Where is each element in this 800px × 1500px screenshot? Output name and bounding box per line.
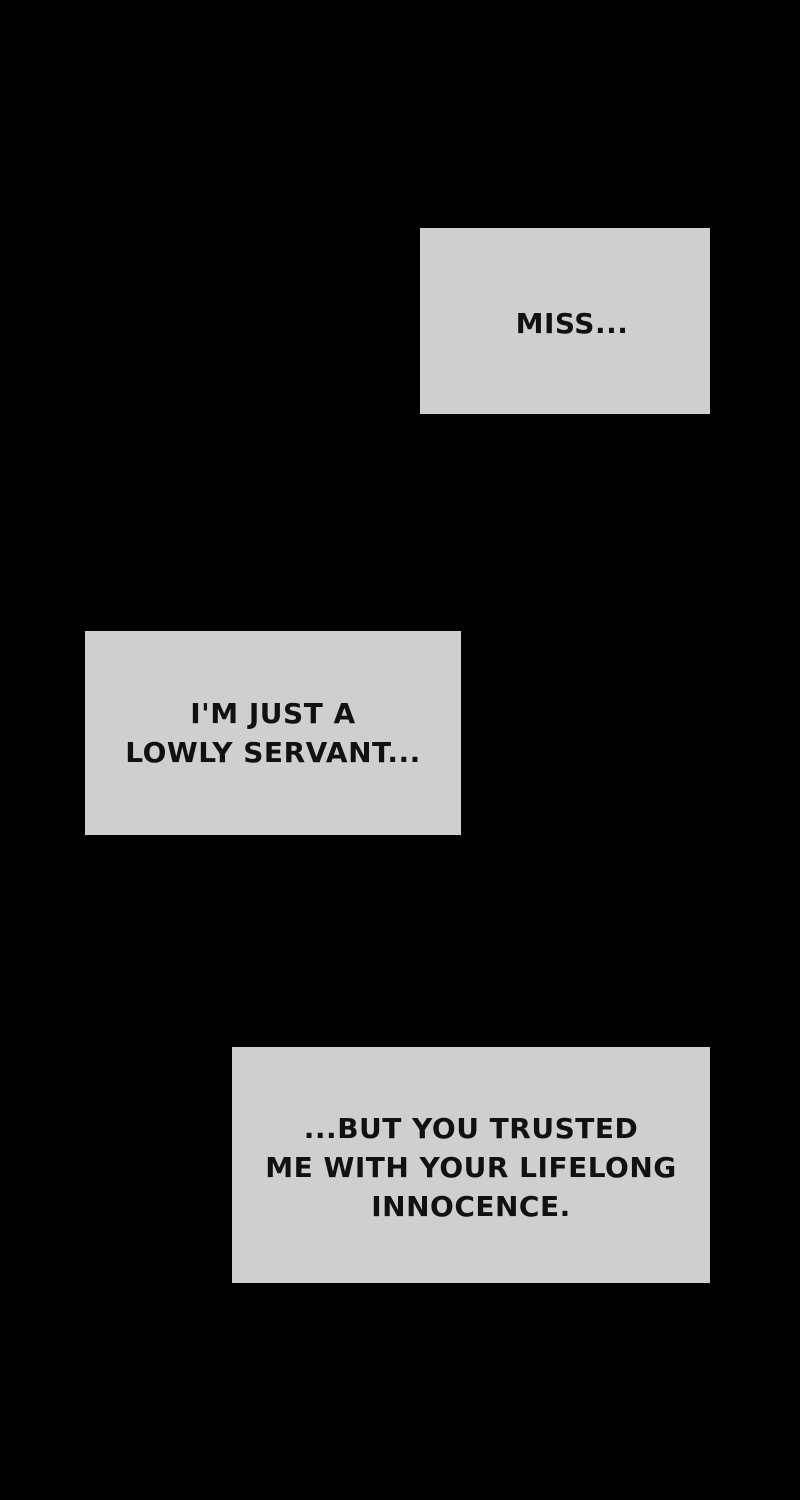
caption-3-line-2: ME WITH YOUR LIFELONG (265, 1150, 677, 1184)
caption-text-2: I'M JUST A LOWLY SERVANT... (125, 694, 421, 772)
caption-3-line-1: ...BUT YOU TRUSTED (303, 1111, 639, 1145)
caption-3-line-3: INNOCENCE. (371, 1189, 571, 1223)
caption-text-3: ...BUT YOU TRUSTED ME WITH YOUR LIFELONG… (265, 1109, 677, 1226)
caption-2-line-2: LOWLY SERVANT... (125, 736, 421, 769)
caption-1-line-1: MISS... (515, 306, 629, 340)
caption-2-line-1: I'M JUST A (190, 697, 356, 730)
caption-box-2: I'M JUST A LOWLY SERVANT... (85, 631, 461, 835)
caption-text-1: MISS... (516, 304, 629, 343)
caption-box-3: ...BUT YOU TRUSTED ME WITH YOUR LIFELONG… (232, 1047, 710, 1283)
caption-box-1: MISS... (420, 228, 710, 414)
